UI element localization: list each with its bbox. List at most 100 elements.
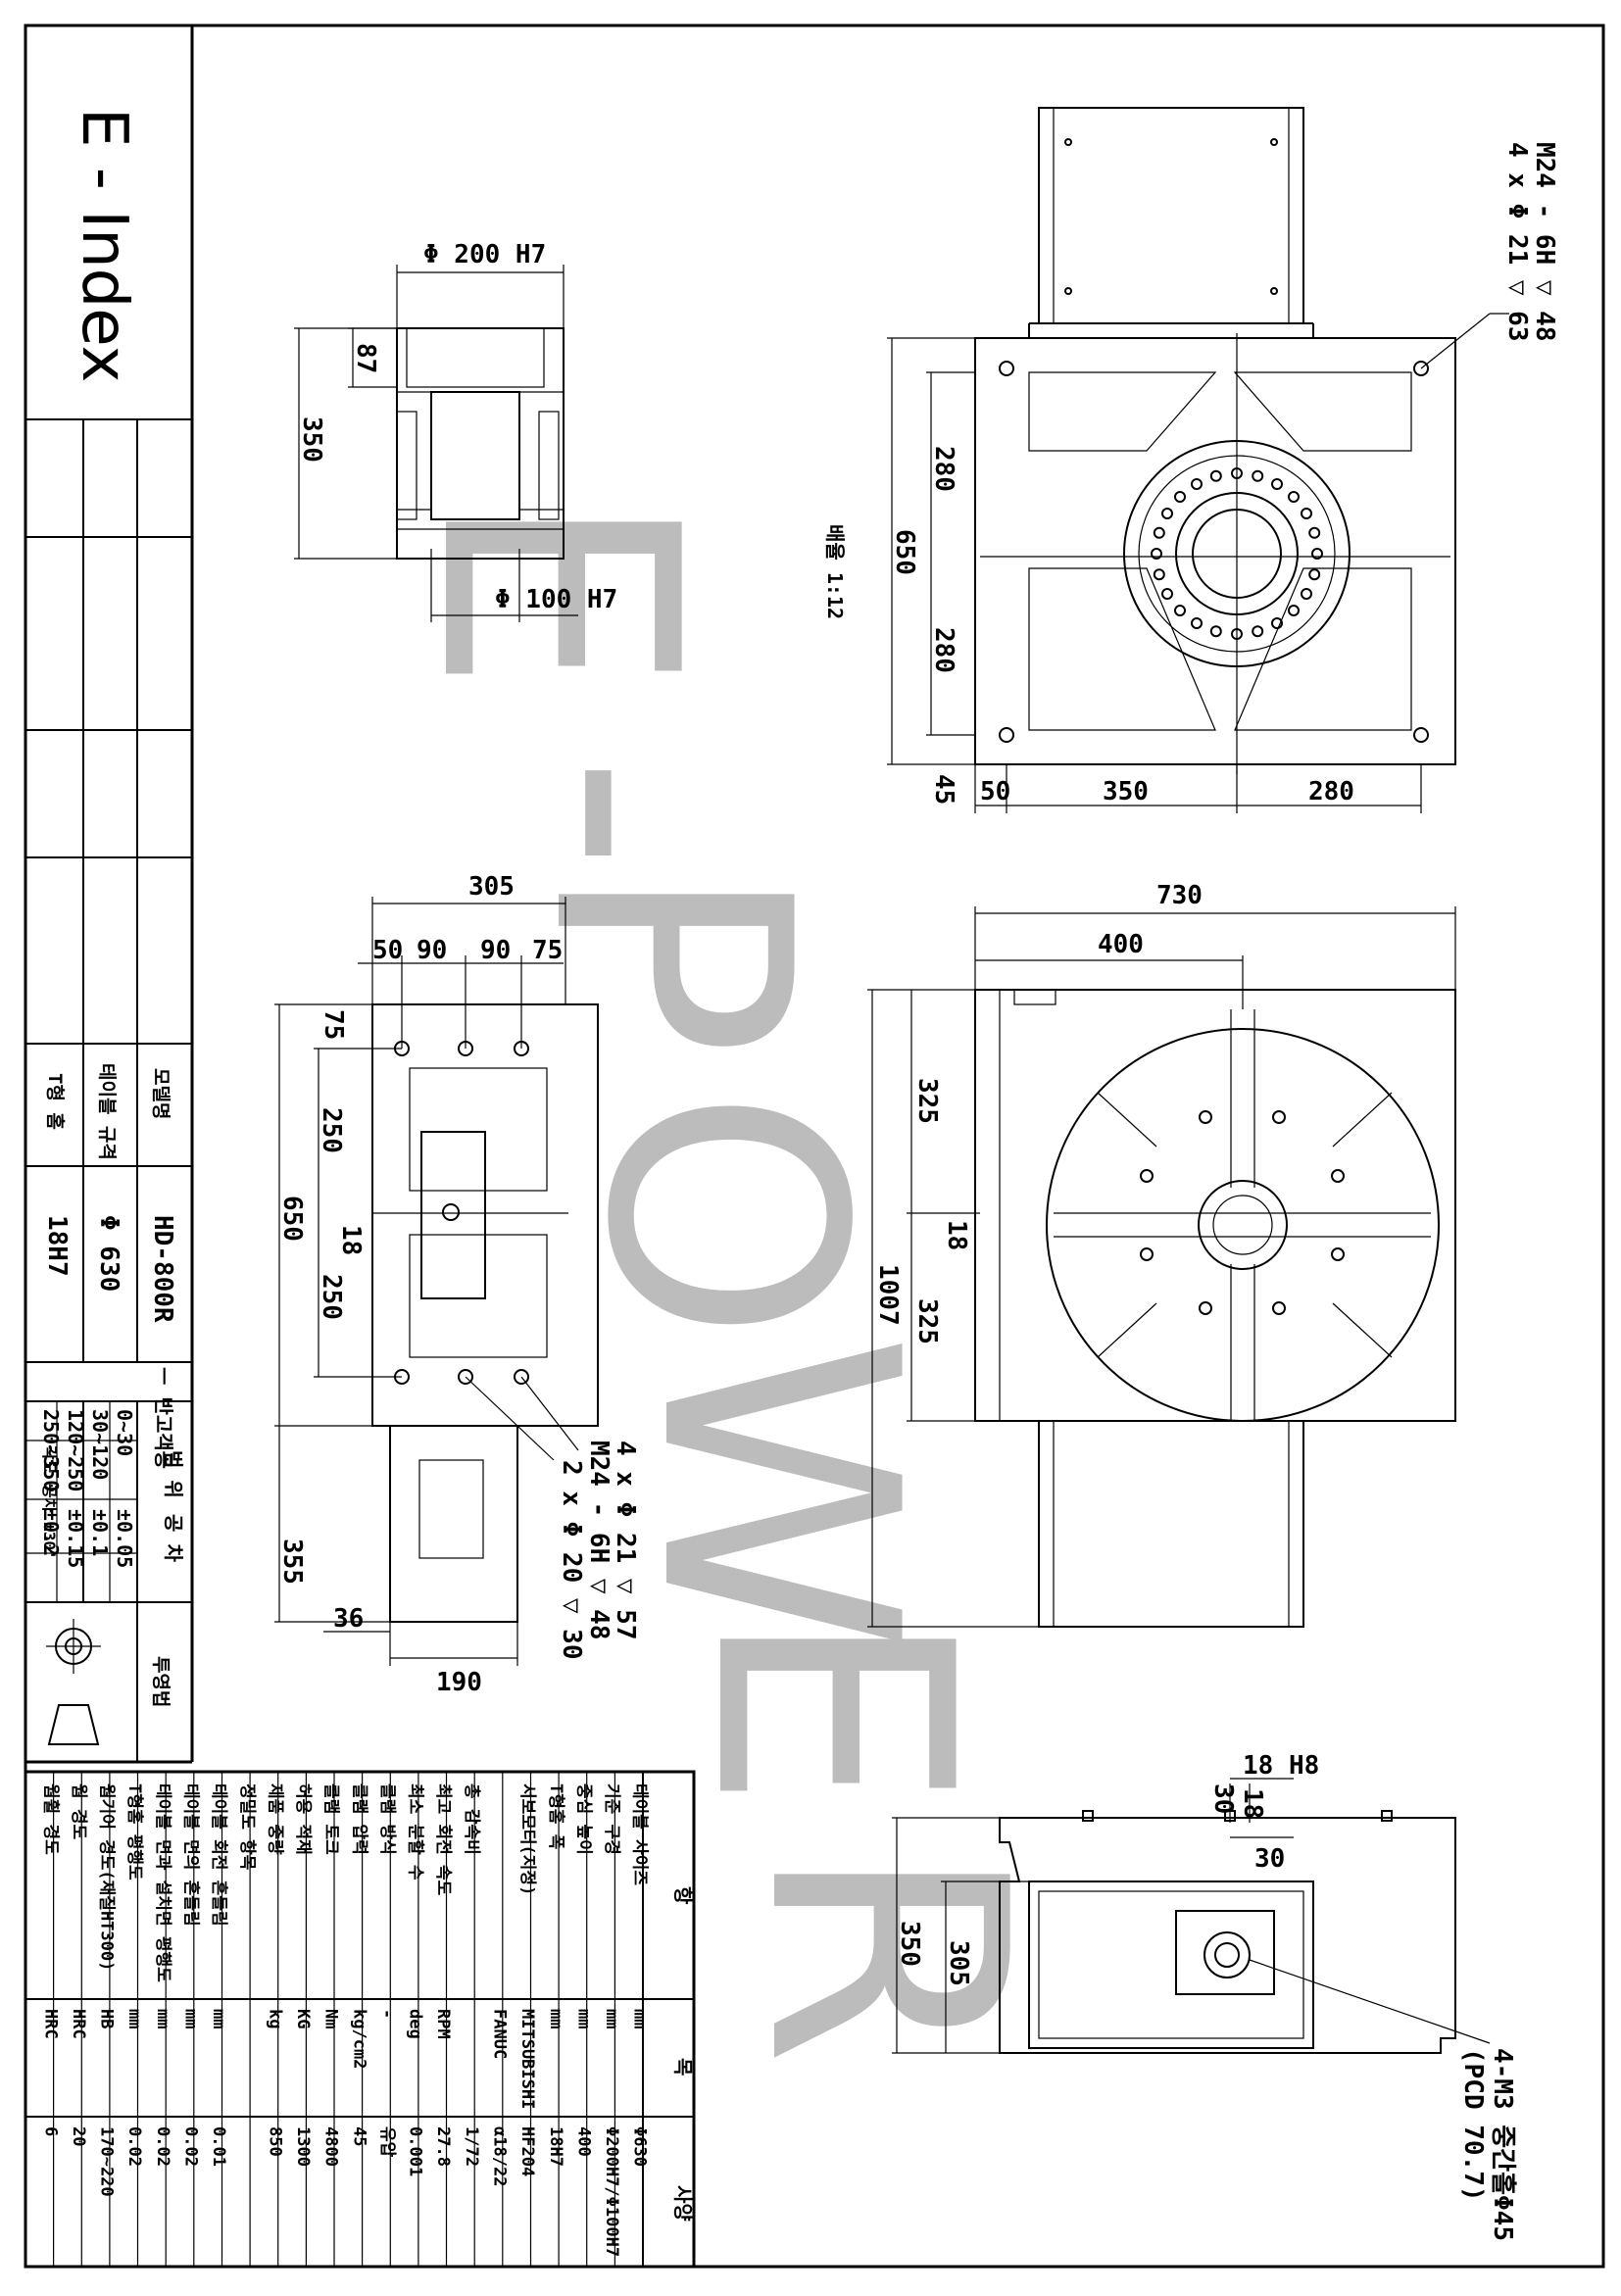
spec-cell-item: 기준 구경 [602, 1783, 621, 1855]
spec-cell-value: 45 [349, 2126, 368, 2146]
top-right-plan-view: 4 x Φ 21 ▽ 63 M24 - 6H ▽ 48 650 280 280 … [823, 107, 1559, 813]
spec-cell-unit: HB [97, 2009, 117, 2028]
spec-cell-item: 테이블 회전 흔들림 [209, 1783, 229, 1927]
bolt-hole [1191, 478, 1203, 490]
dim-30-top: 30 [1208, 1783, 1238, 1814]
spec-cell-value: 유압 [377, 2126, 398, 2158]
spec-cell-item: 테이블 사이즈 [630, 1783, 650, 1885]
bolt-hole [1271, 478, 1283, 490]
projection-symbol-icon [46, 1619, 101, 1745]
tolerance-header: ㅡ 반고객공 [152, 1367, 175, 1469]
dim-18: 18 [942, 1220, 971, 1250]
top-left-section-view: Φ 200 H7 Φ 100 H7 87 350 [294, 240, 617, 622]
spec-cell-item: 테이블 면과 설치면 평행도 [153, 1783, 172, 1982]
spec-cell-unit: mm [153, 2009, 172, 2028]
tol-value: ±0.15 [64, 1509, 87, 1568]
hole-note-1: 4 x Φ 21 ▽ 57 [611, 1441, 640, 1640]
tslot-label: T형 홈 [44, 1073, 67, 1130]
scale-note: 배율 1:12 [823, 524, 847, 619]
dim-650: 650 [277, 1196, 307, 1242]
dim-280-lower: 280 [929, 627, 958, 673]
bolt-hole [1301, 508, 1312, 519]
spec-cell-item: 테이블 면의 흔들림 [181, 1783, 202, 1927]
model-label: 모델명 [150, 1068, 172, 1119]
spec-cell-item: 클램 방식 [377, 1783, 397, 1855]
dim-355: 355 [277, 1539, 307, 1585]
dim-90-left: 90 [417, 936, 447, 965]
spec-cell-value: Φ200H7/Φ100H7 [602, 2126, 621, 2257]
spec-cell-value: 18H7 [546, 2126, 565, 2167]
spec-cell-value: 0.02 [181, 2126, 201, 2167]
bottom-side-view: 18 H8 30 18 30 350 305 4-M3 중간홀Φ45 (PCD … [892, 1751, 1517, 2241]
tol-range: 250~350 [39, 1409, 63, 1491]
dim-730: 730 [1156, 881, 1203, 910]
spec-cell-unit: - [377, 2009, 397, 2019]
spec-cell-unit: mm [181, 2009, 201, 2028]
dim-75-side: 75 [319, 1009, 348, 1040]
spec-cell-value: HF204 [517, 2126, 537, 2176]
bolt-hole [1209, 625, 1222, 638]
dim-75-top: 75 [532, 936, 563, 965]
spec-cell-item: T형홈 평행도 [124, 1783, 145, 1881]
bolt-hole [1161, 588, 1173, 600]
spec-cell-unit: HRC [40, 2009, 60, 2039]
spec-cell-unit: mm [630, 2009, 650, 2028]
dim-305: 305 [944, 1940, 973, 1986]
spec-cell-value: 0.01 [209, 2126, 228, 2167]
spec-cell-unit: MITSUBISHI [517, 2009, 537, 2109]
spec-cell-item: 중심 높이 [573, 1783, 593, 1855]
spec-cell-unit: mm [124, 2009, 144, 2028]
title-block: E - Index 모델명 테이블 규격 T형 홈 HD-800R Φ 630 … [25, 25, 194, 1764]
dim-400: 400 [1098, 930, 1144, 959]
dim-325-upper: 325 [912, 1078, 942, 1124]
spec-cell-unit: mm [209, 2009, 228, 2028]
hole-note-1: 4 x Φ 21 ▽ 63 [1502, 142, 1532, 342]
tol-col-range: 범 위 [162, 1450, 185, 1498]
spec-cell-unit: mm [546, 2009, 565, 2028]
watermark-letter: O [536, 1088, 912, 1343]
dim-350: 350 [895, 1921, 924, 1967]
dim-18: 18 [336, 1225, 366, 1255]
bolt-hole [1174, 491, 1186, 503]
spec-cell-item: 정밀도 항목 [237, 1783, 258, 1871]
spec-header-item: 항 [671, 1886, 695, 1905]
dim-280-bottom: 280 [1308, 777, 1354, 806]
dim-350: 350 [1103, 777, 1149, 806]
spec-cell-item: T형홈 폭 [546, 1783, 566, 1850]
spec-cell-value: 0.02 [153, 2126, 172, 2167]
dim-350: 350 [297, 416, 326, 463]
spec-cell-value: α18/22 [490, 2126, 510, 2186]
spec-cell-unit: Nm [321, 2009, 341, 2028]
dim-250-lower: 250 [317, 1274, 346, 1320]
spec-cell-unit: kg/cm2 [349, 2009, 368, 2069]
angle-tolerance: 각도 공차 ±30' [40, 1445, 59, 1560]
spec-cell-unit: deg [406, 2009, 425, 2039]
spec-header-value: 사양 [671, 2185, 695, 2222]
spec-cell-value: 0.001 [406, 2126, 425, 2176]
dim-phi200: Φ 200 H7 [423, 240, 546, 269]
dim-325-lower: 325 [912, 1298, 942, 1344]
spec-cell-value: 27.8 [433, 2126, 453, 2167]
dim-190: 190 [436, 1668, 482, 1697]
hole-note-2: M24 - 6H ▽ 48 [1530, 142, 1559, 342]
sheet-border [24, 24, 1605, 2269]
mid-right-front-view: 730 400 325 325 1007 18 [867, 881, 1456, 1628]
spec-cell-item: 허용 적재 [293, 1783, 313, 1855]
dim-1007: 1007 [873, 1264, 903, 1326]
watermark-letter: - [433, 755, 810, 871]
bolt-hole [1161, 508, 1173, 519]
spec-cell-item: 웜 경도 [69, 1783, 88, 1840]
spec-cell-unit: kg [265, 2009, 284, 2028]
hole-note-2: M24 - 6H ▽ 48 [584, 1441, 614, 1640]
watermark-letter: R [698, 1842, 1074, 2067]
model-value: HD-800R [148, 1215, 177, 1323]
watermark-letter: P [482, 862, 859, 1057]
spec-cell-value: 1/72 [462, 2126, 481, 2167]
spec-cell-item: 웜휠 경도 [40, 1783, 60, 1855]
spec-cell-item: 제품 중량 [265, 1783, 284, 1855]
dim-650: 650 [890, 529, 919, 575]
spec-cell-unit: mm [602, 2009, 621, 2028]
spec-cell-value: 0.02 [124, 2126, 144, 2167]
